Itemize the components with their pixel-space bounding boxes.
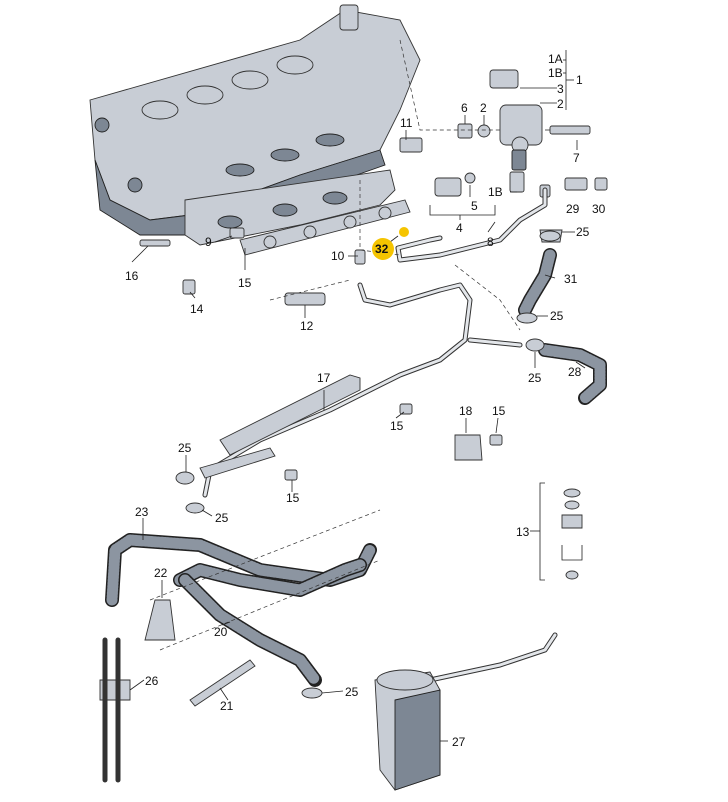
cylinder-head [89, 4, 421, 236]
callout-1b-top: 1B [548, 66, 563, 80]
callout-32: 32 [375, 242, 389, 256]
callout-23: 23 [135, 505, 149, 519]
callout-7: 7 [573, 151, 580, 165]
callout-21: 21 [220, 699, 234, 713]
callout-31: 31 [564, 272, 578, 286]
callout-11: 11 [400, 116, 413, 130]
callout-1b-mid: 1B [488, 185, 503, 199]
small-brackets [99, 599, 256, 783]
callout-1a: 1A [548, 52, 563, 66]
callout-2-right: 2 [557, 97, 564, 111]
callout-15-a: 15 [238, 276, 252, 290]
leader-lines [129, 50, 586, 742]
callout-8: 8 [487, 235, 494, 249]
callout-16: 16 [125, 269, 139, 283]
callout-12: 12 [300, 319, 314, 333]
callout-25-d: 25 [178, 441, 192, 455]
callout-2-left: 2 [480, 101, 487, 115]
callout-25-c: 25 [528, 371, 542, 385]
callout-15-b: 15 [390, 419, 404, 433]
charcoal-canister [374, 669, 441, 791]
callout-22: 22 [154, 566, 168, 580]
parts-group-13 [530, 482, 583, 581]
fuel-rail [239, 199, 411, 256]
callout-25-a: 25 [576, 225, 590, 239]
callout-15-d: 15 [286, 491, 300, 505]
callout-14: 14 [190, 302, 204, 316]
callout-25-b: 25 [550, 309, 564, 323]
callout-4: 4 [456, 221, 463, 235]
callout-13: 13 [516, 525, 530, 539]
callout-17: 17 [317, 371, 331, 385]
bolts [139, 227, 503, 481]
callout-1: 1 [576, 73, 583, 87]
highlighted-part-32 [399, 227, 409, 237]
callout-6: 6 [461, 101, 468, 115]
callout-10: 10 [331, 249, 345, 263]
callout-20: 20 [214, 625, 228, 639]
callout-25-f: 25 [345, 685, 359, 699]
callout-26: 26 [145, 674, 159, 688]
highlight-32 [372, 238, 394, 260]
callout-29: 29 [566, 202, 580, 216]
callout-labels: 1A 1B 1 2 3 6 2 11 7 1B 5 4 8 29 30 25 9… [125, 52, 606, 749]
callout-3: 3 [557, 82, 564, 96]
callout-25-e: 25 [215, 511, 229, 525]
callout-9: 9 [205, 235, 212, 249]
callout-5: 5 [471, 199, 478, 213]
callout-28: 28 [568, 365, 582, 379]
reference-lines [149, 39, 521, 651]
callout-30: 30 [592, 202, 606, 216]
hoses [105, 248, 607, 687]
intake-flange [184, 169, 396, 246]
bracket-17 [199, 374, 361, 479]
callout-18: 18 [459, 404, 473, 418]
high-pressure-pump [489, 69, 591, 171]
callout-27: 27 [452, 735, 466, 749]
callout-15-c: 15 [492, 404, 506, 418]
